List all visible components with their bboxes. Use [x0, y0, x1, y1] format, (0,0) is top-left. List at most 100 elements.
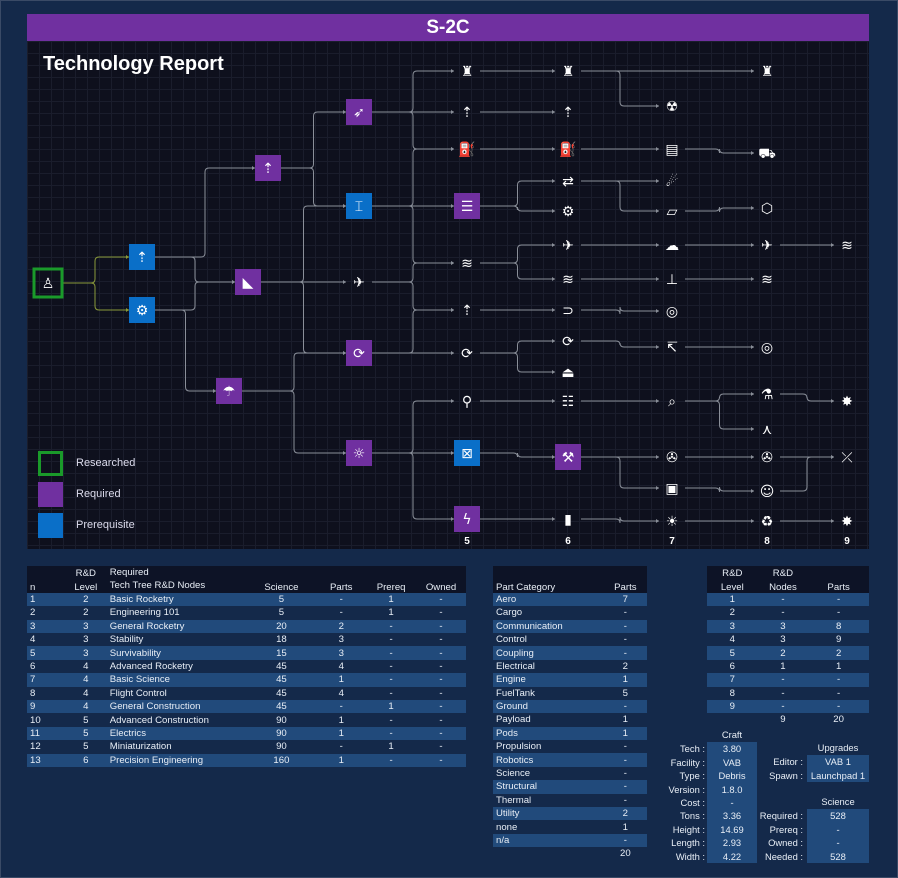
craft-field-label: Tech : [679, 743, 705, 755]
column-header: Level [64, 579, 107, 593]
tech-node-l5a[interactable]: ♜ [461, 64, 474, 80]
table-cell: 6 [729, 660, 735, 672]
tech-node-l6d[interactable]: ⇄ [562, 174, 574, 190]
tech-node-engineering-101[interactable]: ⚙ [129, 297, 155, 323]
level-row: 2-- [707, 606, 869, 619]
tech-node-electrics[interactable]: ϟ [454, 506, 480, 532]
required-box [454, 193, 480, 219]
tech-node-l8f[interactable]: ◎ [761, 340, 773, 356]
craft-field-label: Facility : [670, 756, 705, 768]
tech-node-l8e[interactable]: ≋ [761, 272, 773, 288]
tree-edge [155, 309, 216, 392]
tech-node-miniaturization[interactable]: ⊠ [454, 440, 480, 466]
tech-node-l6m[interactable]: ▮ [564, 512, 572, 528]
tech-node-l9d[interactable]: ✸ [841, 514, 853, 530]
fuel-icon: ⛽ [559, 141, 576, 158]
tech-node-l8b[interactable]: ⛟ [758, 146, 776, 162]
parachute-icon: ☂ [223, 384, 236, 400]
tech-node-l7e[interactable]: ☁ [665, 238, 679, 254]
arrow-head [656, 277, 659, 281]
tech-node-l6i[interactable]: ⟳ [562, 334, 574, 350]
tech-node-l5b[interactable]: ⇡ [461, 105, 473, 121]
tech-node-l7f[interactable]: ⊥ [666, 272, 678, 288]
tech-node-precision-engineering[interactable]: ⚒ [555, 444, 581, 470]
tech-node-l7i[interactable]: ⌕ [668, 394, 676, 410]
tech-node-l8c[interactable]: ⬡ [761, 201, 773, 217]
table-cell: 1 [603, 673, 647, 687]
tech-node-l6j[interactable]: ⏏ [561, 365, 574, 381]
launch-tower-icon: ♜ [761, 64, 774, 80]
tech-node-l5g[interactable]: ⟳ [461, 346, 473, 362]
tech-node-survivability[interactable]: ☂ [216, 378, 242, 404]
legend-label: Prerequisite [76, 519, 135, 531]
tech-node-flight-control[interactable]: ⟳ [346, 340, 372, 366]
table-cell: Structural [493, 780, 604, 794]
tech-node-l6e[interactable]: ⚙ [562, 204, 575, 220]
robot-arm-icon: ↸ [666, 340, 678, 356]
tech-node-l9c[interactable]: ⤫ [841, 450, 852, 466]
category-row: Science- [493, 767, 647, 780]
rocket-icon: ⇡ [136, 250, 148, 266]
tech-node-l5e[interactable]: ≋ [461, 256, 473, 272]
tech-node-advanced-rocketry[interactable]: ➶ [346, 99, 372, 125]
recycle-icon: ♻ [761, 514, 774, 530]
antenna-icon: ⤫ [841, 450, 852, 466]
tech-node-l6a[interactable]: ♜ [562, 64, 575, 80]
tech-node-general-construction[interactable]: ⌶ [346, 193, 372, 219]
tech-node-l7d[interactable]: ▱ [667, 204, 678, 220]
tech-node-l7j[interactable]: ✇ [666, 450, 678, 466]
tech-node-l8k[interactable]: ♻ [761, 514, 774, 530]
table-cell: - [366, 726, 417, 741]
arrow-head [656, 455, 659, 459]
science-field-label: Required : [759, 810, 803, 822]
tech-node-l6f[interactable]: ✈ [562, 238, 574, 254]
tech-node-l5f[interactable]: ⇡ [461, 303, 473, 319]
tech-node-l9a[interactable]: ≋ [841, 238, 853, 254]
tech-node-l8j[interactable]: ☺ [760, 484, 775, 500]
column-header-top: R&D [707, 566, 758, 580]
table-cell: 2 [316, 619, 367, 633]
tech-node-l6h[interactable]: ⊃ [562, 303, 574, 319]
tech-node-general-rocketry[interactable]: ⇡ [255, 155, 281, 181]
tech-node-l6g[interactable]: ≋ [562, 272, 574, 288]
aero-icon: ≋ [761, 272, 773, 288]
tech-node-l7l[interactable]: ☀ [666, 514, 679, 530]
tech-node-l8g[interactable]: ⚗ [761, 387, 774, 403]
tech-node-l7k[interactable]: ▣ [665, 481, 678, 497]
arrow-head [126, 255, 129, 259]
tech-node-l8h[interactable]: ⋏ [762, 422, 772, 438]
tech-node-l7b[interactable]: ▤ [665, 142, 678, 158]
tree-edge [242, 390, 346, 454]
tech-node-l6k[interactable]: ☷ [562, 394, 575, 410]
tech-node-l7c[interactable]: ☄ [666, 173, 679, 190]
tech-node-l8a[interactable]: ♜ [761, 64, 774, 80]
tech-node-basic-science[interactable]: ☼ [346, 440, 372, 466]
table-cell: Thermal [496, 794, 532, 806]
tree-edge [242, 352, 346, 392]
tech-node-aviation[interactable]: ✈ [353, 275, 365, 291]
tech-node-l7h[interactable]: ↸ [666, 340, 678, 356]
tech-node-l7a[interactable]: ☢ [666, 99, 679, 115]
tech-node-l6c[interactable]: ⛽ [559, 141, 576, 158]
table-cell: - [439, 714, 443, 726]
tech-node-l8d[interactable]: ✈ [761, 238, 773, 254]
arrow-head [552, 243, 555, 247]
tech-node-l7g[interactable]: ◎ [666, 304, 678, 320]
report-title: Technology Report [43, 53, 224, 75]
tech-node-l6b[interactable]: ⇡ [562, 105, 574, 121]
arrow-head [751, 489, 754, 493]
table-cell: - [623, 634, 627, 646]
tech-node-stability[interactable]: ◣ [235, 269, 261, 295]
tech-node-l9b[interactable]: ✸ [841, 394, 853, 410]
tech-node-basic-rocketry[interactable]: ⇡ [129, 244, 155, 270]
tech-node-l5h[interactable]: ⚲ [462, 394, 472, 410]
table-cell: - [416, 699, 466, 714]
tech-node-advanced-construction[interactable]: ☰ [454, 193, 480, 219]
tech-node-l5c[interactable]: ⛽ [458, 141, 475, 158]
tech-node-start[interactable]: ♙ [32, 267, 64, 299]
table-cell: - [837, 607, 841, 619]
arrow-head [552, 370, 555, 374]
tech-node-l8i[interactable]: ✇ [761, 450, 773, 466]
